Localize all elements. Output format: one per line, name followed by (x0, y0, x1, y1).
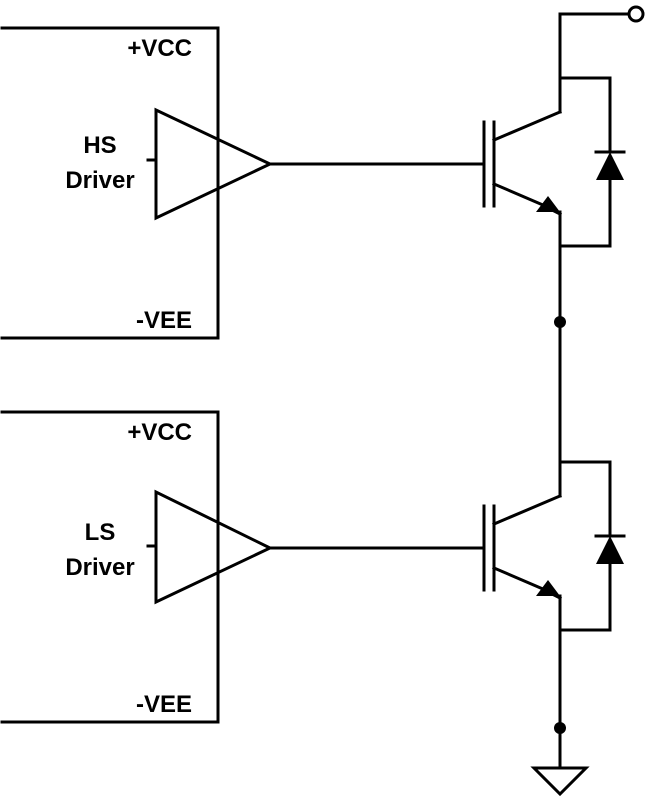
hs-igbt-emitter-lead (492, 182, 552, 210)
ls-driver-triangle (154, 489, 274, 605)
hs-igbt (482, 110, 563, 217)
hs-supply-box (0, 26, 220, 340)
hs-igbt-collector-lead (492, 110, 562, 142)
ls-diode-loop (558, 460, 612, 538)
ground-icon (530, 766, 590, 797)
ls-supply-box (0, 410, 220, 724)
ls-diode-triangle-icon (596, 536, 624, 564)
ground-junction-dot (554, 722, 566, 734)
ls-igbt-emitter-lead (492, 566, 552, 594)
output-terminal-icon (627, 5, 645, 23)
hs-diode-loop (558, 76, 612, 154)
ls-freewheel-diode (558, 460, 626, 632)
hs-driver-triangle (154, 107, 274, 221)
ls-driver-label-line2: Driver (65, 554, 134, 581)
ls-igbt-collector-lead (492, 494, 562, 526)
hs-freewheel-diode (558, 76, 626, 248)
hs-emitter-arrow (536, 196, 560, 212)
ls-vcc-label: +VCC (127, 419, 192, 446)
ls-driver-label-line1: LS (85, 519, 116, 546)
hs-diode-loop-bottom (558, 178, 612, 248)
hs-driver-label-line1: HS (83, 132, 116, 159)
hs-collector-rail (558, 12, 630, 114)
ls-driver-block: +VCC -VEE LS Driver (0, 410, 274, 724)
hs-vee-label: -VEE (136, 307, 192, 334)
midpoint-junction-dot (554, 316, 566, 328)
ls-diode-loop-bottom (558, 562, 612, 632)
ls-igbt (482, 494, 563, 601)
hs-diode-triangle-icon (596, 152, 624, 180)
hs-vcc-label: +VCC (127, 35, 192, 62)
ls-vee-label: -VEE (136, 691, 192, 718)
ls-emitter-arrow (536, 580, 560, 596)
hs-driver-block: +VCC -VEE HS Driver (0, 26, 274, 340)
hs-driver-label-line2: Driver (65, 167, 134, 194)
